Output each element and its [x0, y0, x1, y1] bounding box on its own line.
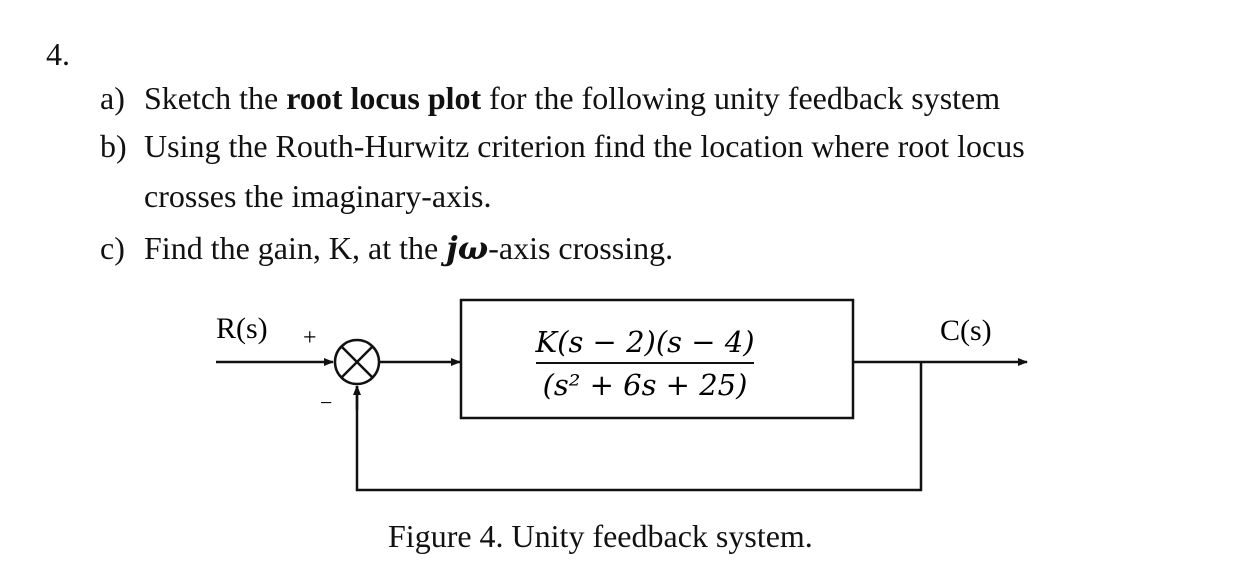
part-c-post: -axis crossing. [488, 230, 674, 266]
part-b-marker: b) [100, 128, 127, 164]
part-c-pre: Find the gain, K, at the [144, 230, 447, 266]
part-b: b) Using the Routh-Hurwitz criterion find… [100, 130, 1025, 162]
question-number: 4. [46, 36, 70, 72]
part-a-bold: root locus plot [286, 80, 482, 116]
transfer-function-block [459, 298, 855, 420]
part-c: c) Find the gain, K, at the jω-axis cross… [100, 232, 673, 264]
minus-sign: − [320, 390, 332, 415]
part-a: a) Sketch the root locus plot for the fol… [100, 82, 1000, 114]
feedback-path [355, 362, 923, 492]
denominator: (s² + 6s + 25) [543, 368, 748, 402]
part-a-pre: Sketch the [144, 80, 287, 116]
part-a-marker: a) [100, 80, 125, 116]
output-label: C(s) [940, 314, 992, 347]
part-c-marker: c) [100, 230, 125, 266]
part-c-symbol: jω [446, 229, 489, 267]
part-b-line1: Using the Routh-Hurwitz criterion find t… [144, 128, 1025, 164]
numerator: K(s − 2)(s − 4) [534, 325, 754, 359]
part-a-post: for the following unity feedback system [481, 80, 1001, 116]
figure-caption: Figure 4. Unity feedback system. [388, 518, 813, 554]
plus-sign: + [303, 325, 317, 351]
part-b-line2: crosses the imaginary-axis. [144, 178, 492, 214]
input-label: R(s) [216, 312, 268, 345]
